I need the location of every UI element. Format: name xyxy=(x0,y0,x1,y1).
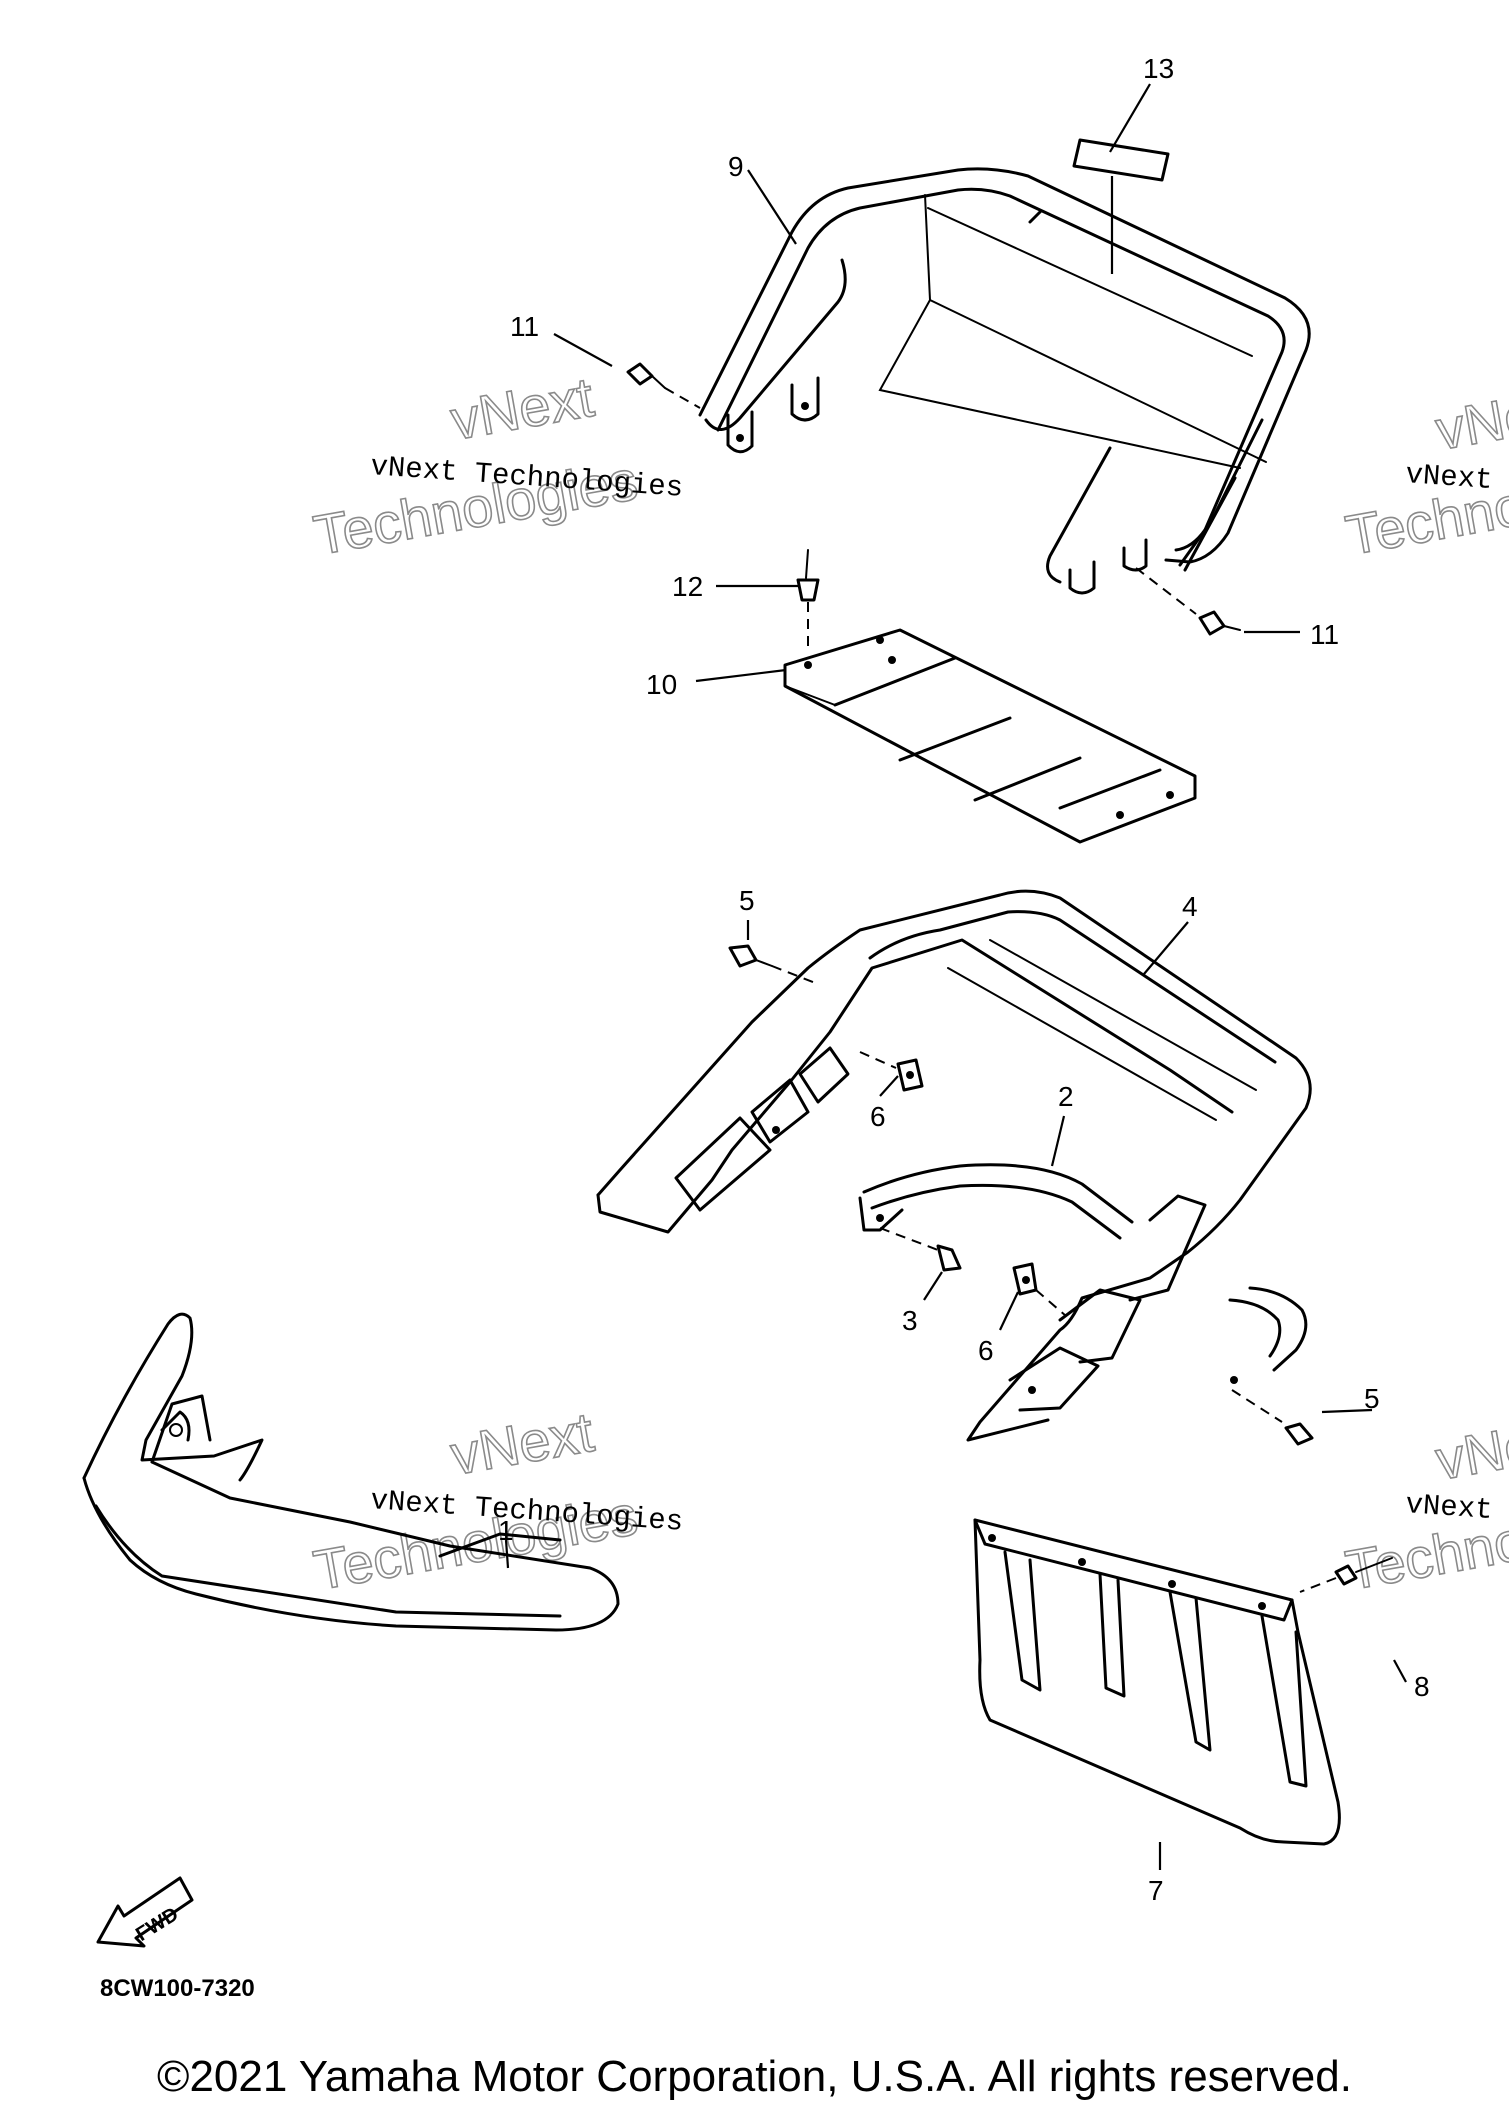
diagram-code: 8CW100-7320 xyxy=(100,1975,255,2002)
callout-3: 3 xyxy=(902,1305,918,1336)
part-5-bolt-upper xyxy=(728,944,819,985)
part-1-front-bumper xyxy=(82,1312,620,1632)
part-3-bolt xyxy=(879,1227,962,1272)
part-7-mud-flap xyxy=(973,1518,1341,1846)
callout-1: 1 xyxy=(498,1515,514,1546)
callout-6-lower: 6 xyxy=(978,1335,994,1366)
watermark-vnext: vNext xyxy=(1431,1405,1509,1492)
leader-lines xyxy=(504,83,1407,1870)
part-5-bolt-lower xyxy=(1231,1389,1314,1446)
callout-numbers: 13 9 11 11 12 10 5 4 6 2 3 6 5 1 8 7 xyxy=(498,53,1430,1906)
watermark-upper-right: vNext Technologies vNext Technologies xyxy=(1340,374,1509,568)
part-9-rack-frame xyxy=(698,167,1311,595)
watermark-vnext: vNext xyxy=(446,365,598,452)
callout-11-left: 11 xyxy=(510,311,539,342)
part-11-bolt-left xyxy=(626,362,701,409)
callout-6-upper: 6 xyxy=(870,1101,886,1132)
part-6-nut-upper xyxy=(859,1051,924,1092)
part-2-sub-frame xyxy=(858,1163,1308,1384)
forward-arrow-icon: FWD xyxy=(96,1876,194,1948)
callout-11-right: 11 xyxy=(1310,619,1339,650)
watermark-lower-right: vNext Technologies vNext Technologies xyxy=(1340,1404,1509,1603)
callout-5-upper: 5 xyxy=(739,885,755,916)
part-12-rivet xyxy=(796,549,820,650)
part-13-label-plate xyxy=(1072,138,1170,182)
callout-8: 8 xyxy=(1414,1671,1430,1702)
callout-13: 13 xyxy=(1143,53,1174,84)
part-8-clip xyxy=(1299,1557,1393,1593)
callout-4: 4 xyxy=(1182,891,1198,922)
watermark-vnext: vNext xyxy=(446,1400,598,1487)
part-11-bolt-right xyxy=(1135,567,1241,636)
part-6-nut-lower xyxy=(1012,1262,1067,1317)
part-4-rear-carrier xyxy=(596,889,1312,1442)
callout-5-lower: 5 xyxy=(1364,1383,1380,1414)
watermark-upper-left: vNext Technologies vNext Technologies xyxy=(308,364,684,568)
callout-9: 9 xyxy=(728,151,744,182)
callout-10: 10 xyxy=(646,669,677,700)
watermark-lower-left: vNext Technologies vNext Technologies xyxy=(308,1399,684,1603)
forward-arrow-label: FWD xyxy=(132,1903,182,1946)
copyright-notice: ©2021 Yamaha Motor Corporation, U.S.A. A… xyxy=(157,2052,1352,2101)
callout-7: 7 xyxy=(1148,1875,1164,1906)
part-10-carrier-plate xyxy=(783,628,1197,844)
callout-12: 12 xyxy=(672,571,703,602)
watermark-vnext: vNext xyxy=(1431,375,1509,462)
callout-2: 2 xyxy=(1058,1081,1074,1112)
